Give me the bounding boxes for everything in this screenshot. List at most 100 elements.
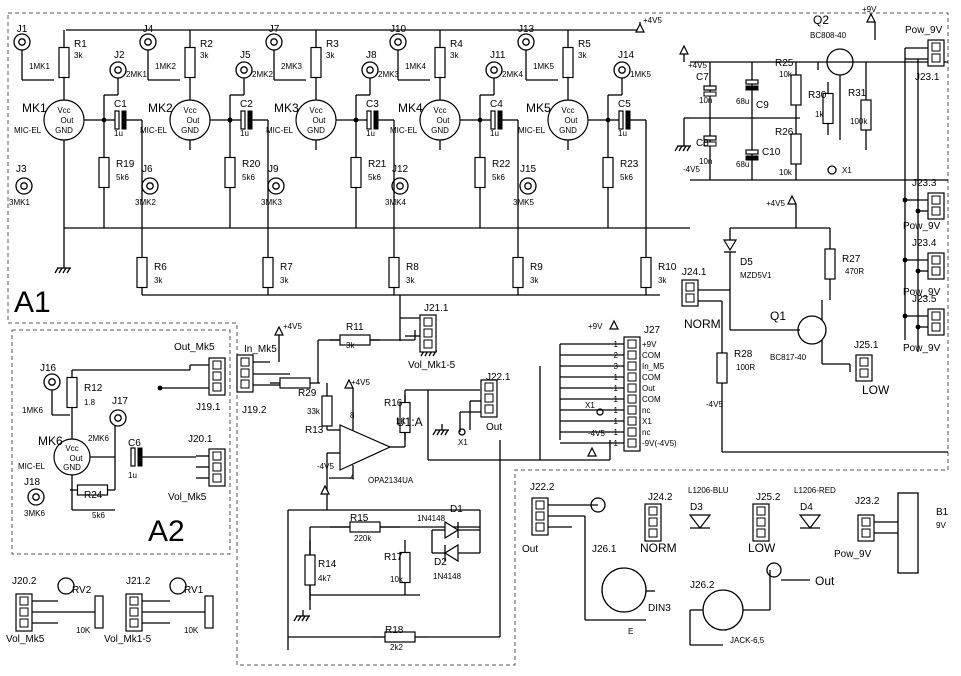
mic-out-label: Out (565, 116, 579, 125)
j27-header-pin (627, 394, 637, 404)
label-power-c9v: 68u (736, 97, 749, 106)
label-amp-d1: D1 (450, 504, 463, 515)
label-power_hdrs-1-lbl: Pow_9V (903, 287, 941, 298)
rail-m4v5-pwr: -4V5 (683, 165, 700, 174)
mk6-j18-jack-icon (27, 488, 45, 506)
label-mics-2-ref: MK3 (274, 101, 299, 115)
mk6-capsule-icon (53, 438, 91, 476)
mic1-j3-jack-pin (146, 182, 154, 190)
label-mk6-jack: J16 (40, 363, 57, 374)
d1-diode-icon (444, 520, 460, 540)
q2-transistor-icon (826, 48, 854, 76)
label-bottom-b1: B1 (936, 507, 949, 518)
wire-207 (436, 429, 441, 436)
label-mics-3-type: MIC-EL (390, 126, 418, 135)
mk6-j18-jack-pin (32, 493, 40, 501)
rail-p4v5-op: +4V5 (351, 378, 370, 387)
wire-206 (432, 429, 437, 436)
label-mics-1-r_ref: R2 (200, 39, 213, 50)
mic2-rl-resistor (350, 156, 362, 189)
j25-2-header-pin (756, 517, 766, 527)
j22-1-header-pin (484, 382, 494, 392)
j22-2-header-pin (535, 511, 545, 521)
label-mics-0-type: MIC-EL (14, 126, 42, 135)
label-bottom-jack: JACK-6,5 (730, 636, 765, 645)
r11-resistor (339, 334, 371, 346)
mk6-out: Out (70, 454, 84, 463)
mic0-j2-jack-pin (114, 66, 122, 74)
mic1-j1-jack-pin (144, 38, 152, 46)
label-mics-0-rm_val: 3k (154, 276, 163, 285)
label-power-j23_1: J23.1 (915, 72, 940, 83)
mic1-rm-resistor (262, 256, 274, 289)
label-mics-3-rm_ref: R9 (530, 262, 543, 273)
mic1-rl-resistor (224, 156, 236, 189)
din-connector-icon (601, 567, 647, 613)
j19-2-header-pin (240, 357, 250, 367)
label-mics-1-j3_net: 3MK2 (135, 198, 156, 207)
label-amp-d2t: 1N4148 (433, 572, 462, 581)
j22-1-header-pin (484, 404, 494, 414)
j23-5-header-pin (931, 322, 941, 332)
j20-2-header-pin (19, 607, 29, 617)
m4v5-op-arrow-icon (320, 484, 330, 495)
r25-resistor (790, 74, 802, 106)
j21-1-header-pin (423, 328, 433, 338)
label-amp-u1: U1:A (396, 415, 423, 429)
label-mk6-r_ref: R12 (84, 383, 103, 394)
d5-zener-icon (722, 239, 738, 252)
mic2-r1-resistor (310, 46, 322, 79)
j21-2-header-pin (129, 596, 139, 606)
label-indicator-norm: NORM (684, 317, 721, 331)
j23-4-header-pin (931, 266, 941, 276)
junction-dot (915, 208, 921, 214)
j27-pin-label-7: X1 (642, 417, 652, 426)
d3-led-icon (688, 514, 712, 529)
label-mics-3-c_ref: C4 (490, 99, 503, 110)
label-mics-0-j2_net: 2MK1 (126, 70, 147, 79)
mic0-capsule-icon (43, 99, 85, 141)
mic3-capsule-icon (419, 99, 461, 141)
mic0-j1-jack-icon (13, 33, 31, 51)
labels: A1A2+4V5J11MK1R13kVccOutGNDMK1MIC-ELJ22M… (6, 5, 949, 652)
mk6-vcc: Vcc (65, 444, 78, 453)
mic1-j1-jack-icon (139, 33, 157, 51)
label-power_hdrs-1-ref: J23.4 (912, 238, 937, 249)
label-amp-r14v: 4k7 (318, 574, 331, 583)
label-amp-vol: Vol_Mk1-5 (408, 360, 456, 371)
mic2-j3-jack-icon (267, 177, 285, 195)
mic2-c-plate-b (373, 110, 379, 130)
label-amp-r18: R18 (385, 625, 404, 636)
label-mics-2-rl_ref: R21 (368, 159, 387, 170)
j23-3-header-pin (931, 195, 941, 205)
mic3-j3-jack-pin (396, 182, 404, 190)
mic2-rm-resistor (388, 256, 400, 289)
wire-120 (674, 145, 679, 152)
label-mics-2-c_val: 1u (366, 129, 375, 138)
j24-2-header-pin (648, 506, 658, 516)
wire-220 (297, 615, 302, 622)
c8-plate-b (703, 141, 717, 147)
module-borders (7, 12, 949, 666)
label-mics-2-rl_val: 5k6 (368, 173, 381, 182)
mic2-j1-jack-icon (265, 33, 283, 51)
rail-p9v: +9V (862, 5, 877, 14)
rail-p9v-j27: +9V (588, 322, 603, 331)
mic0-rl-resistor (98, 156, 110, 189)
rail-p4v5-ind: +4V5 (766, 199, 785, 208)
label-mics-4-j2: J14 (618, 50, 635, 61)
label-mics-3-rm_val: 3k (530, 276, 539, 285)
label-bottom-j24_2: J24.2 (648, 492, 673, 503)
wire-109 (62, 267, 67, 274)
d2-diode-icon (443, 543, 459, 563)
label-amp-r16: R16 (384, 398, 403, 409)
j19-2-header-pin (240, 368, 250, 378)
p9v-arrow-icon (866, 12, 876, 23)
junction-dot (902, 313, 908, 319)
mic0-c-plate-a (114, 110, 120, 130)
label-power-q2t: BC808-40 (810, 31, 847, 40)
label-power-c9: C9 (756, 100, 769, 111)
label-mics-3-jack: J10 (390, 24, 407, 35)
mk6-j17-jack-pin (114, 414, 122, 422)
j20-1-header-pin (212, 451, 222, 461)
